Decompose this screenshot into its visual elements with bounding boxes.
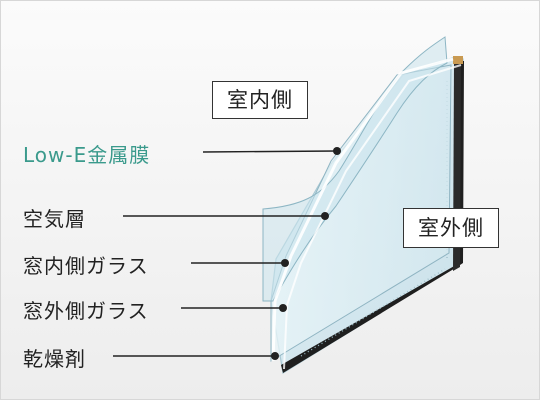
outer-glass-label: 窓外側ガラス [23, 299, 149, 323]
indoor-side-label: 室内側 [212, 81, 308, 119]
spacer-cap [453, 56, 463, 64]
low-e-label: Low-E金属膜 [23, 143, 151, 167]
outdoor-side-label: 室外側 [403, 208, 499, 248]
leader-lowe [202, 150, 338, 153]
desiccant-label: 乾燥剤 [23, 347, 86, 371]
glass-edge-highlight [271, 57, 454, 362]
leader-dots [271, 147, 341, 360]
inner-glass-label: 窓内側ガラス [23, 254, 149, 278]
air-layer-label: 空気層 [23, 207, 86, 231]
desiccant-dots-bottom [300, 268, 446, 357]
leader-lines [113, 150, 338, 357]
